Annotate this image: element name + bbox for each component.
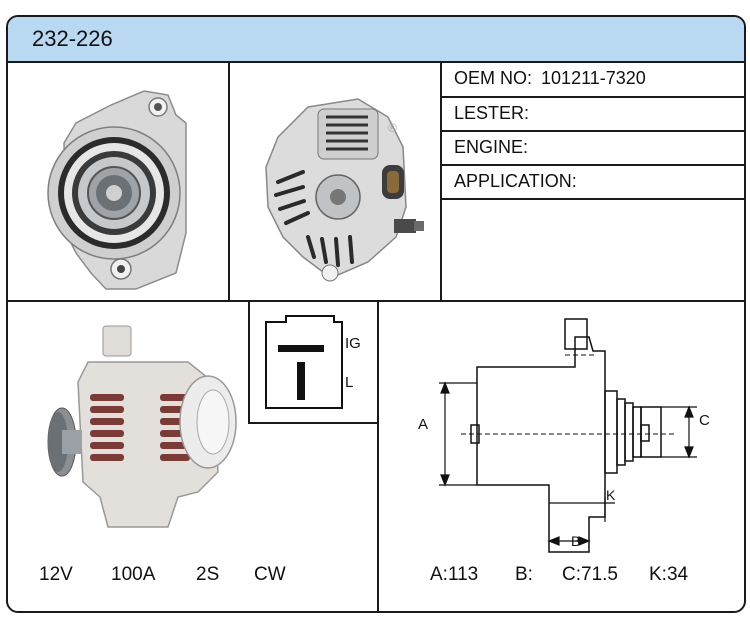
spec-divider-1 bbox=[440, 96, 744, 98]
lower-divider bbox=[377, 300, 379, 611]
oem-label: OEM NO: bbox=[454, 68, 533, 88]
col-divider-2 bbox=[440, 61, 442, 300]
oem-value: 101211-7320 bbox=[541, 68, 646, 88]
dimension-k-label: K bbox=[606, 487, 616, 503]
dimension-b-label: B bbox=[571, 533, 581, 549]
row-divider bbox=[8, 300, 744, 302]
dimension-k-value: K:34 bbox=[649, 564, 689, 585]
lester-row: LESTER: bbox=[454, 103, 533, 124]
alternator-rear-photo: ® bbox=[265, 98, 424, 282]
terminal-ig-label: IG bbox=[345, 335, 361, 352]
lester-label: LESTER: bbox=[454, 103, 530, 123]
plug-box-bottom bbox=[248, 422, 379, 424]
ig-terminal-blade bbox=[278, 345, 324, 352]
rotation: CW bbox=[254, 564, 286, 585]
application-label: APPLICATION: bbox=[454, 171, 577, 191]
pulley-type: 2S bbox=[196, 564, 220, 585]
amperage: 100A bbox=[111, 564, 156, 585]
engine-label: ENGINE: bbox=[454, 137, 529, 157]
dimension-drawing bbox=[439, 318, 697, 553]
spec-divider-4 bbox=[440, 198, 744, 200]
dimension-a-value: A:113 bbox=[430, 564, 479, 585]
application-row: APPLICATION: bbox=[454, 171, 581, 192]
dimension-c-value: C:71.5 bbox=[562, 564, 618, 585]
dimension-c-label: C bbox=[699, 412, 710, 429]
part-number: 232-226 bbox=[32, 26, 113, 51]
l-terminal-blade bbox=[297, 362, 305, 400]
alternator-front-photo bbox=[47, 90, 187, 290]
pulley-flange bbox=[604, 390, 618, 474]
spec-divider-3 bbox=[440, 164, 744, 166]
voltage: 12V bbox=[39, 564, 73, 585]
spec-divider-2 bbox=[440, 130, 744, 132]
header-bar: 232-226 bbox=[8, 17, 744, 63]
terminal-l-label: L bbox=[345, 374, 354, 391]
col-divider-1 bbox=[228, 61, 230, 300]
product-sheet: 232-226 OEM NO: 101211-7320 LESTER: ENGI… bbox=[6, 15, 746, 613]
svg-text:®: ® bbox=[388, 121, 397, 135]
alternator-side-photo bbox=[47, 325, 237, 528]
mount-ear bbox=[564, 318, 588, 350]
housing-outline bbox=[476, 336, 606, 553]
plug-box-left bbox=[248, 300, 250, 423]
oem-row: OEM NO: 101211-7320 bbox=[454, 68, 646, 89]
dimension-b-value: B: bbox=[515, 564, 533, 585]
plug-connector-diagram bbox=[265, 315, 343, 409]
dimension-a-label: A bbox=[418, 416, 429, 433]
engine-row: ENGINE: bbox=[454, 137, 532, 158]
